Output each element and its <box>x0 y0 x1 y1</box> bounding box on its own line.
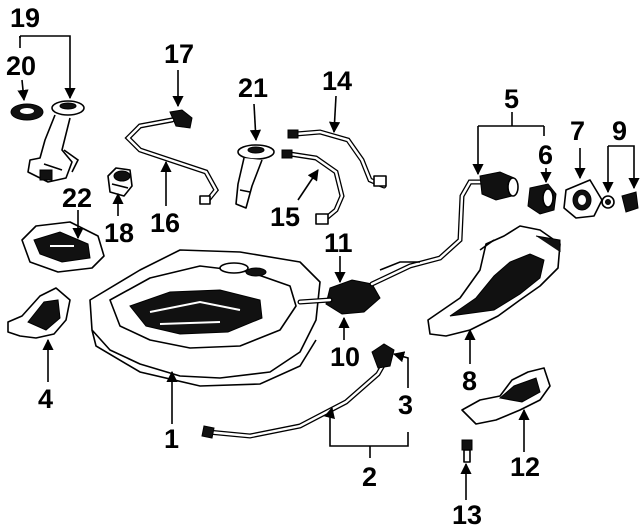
part-5-filler-pipe-assembly <box>479 171 519 201</box>
callout-5: 5 <box>504 84 519 114</box>
part-15-hose <box>281 149 345 225</box>
callout-13: 13 <box>452 500 482 530</box>
part-7-filler-door-base <box>563 179 603 219</box>
part-4-tank-shield <box>7 287 71 339</box>
part-19-fuel-pump-assembly <box>27 100 85 183</box>
callout-12: 12 <box>510 452 540 482</box>
callout-17: 17 <box>164 39 194 69</box>
callout-20: 20 <box>6 51 36 81</box>
callout-16: 16 <box>150 208 180 238</box>
part-21-sender-unit <box>235 144 275 209</box>
callout-10: 10 <box>330 342 360 372</box>
part-16-harness <box>124 117 219 205</box>
part-22-fuel-cover-plate <box>21 221 105 273</box>
part-20-seal-ring <box>10 103 44 121</box>
part-13-bolt <box>461 439 473 463</box>
part-9-cap-parts <box>601 191 639 213</box>
callout-3: 3 <box>398 390 413 420</box>
part-8-splash-shield <box>427 225 561 337</box>
part-11-filler-pipe <box>297 279 381 315</box>
callout-6: 6 <box>538 140 553 170</box>
part-1-fuel-tank <box>89 249 321 387</box>
callout-14: 14 <box>322 66 352 96</box>
filler-breather-tube <box>369 179 503 287</box>
part-3-strap-bracket <box>371 343 395 369</box>
leader-lines <box>17 35 640 500</box>
part-12-bracket <box>461 367 551 425</box>
callout-8: 8 <box>462 366 477 396</box>
part-14-hose <box>287 129 387 189</box>
callout-4: 4 <box>38 384 53 414</box>
callout-18: 18 <box>104 218 134 248</box>
callout-21: 21 <box>238 73 268 103</box>
part-17-connector <box>169 109 193 129</box>
callout-7: 7 <box>570 116 585 146</box>
callout-19: 19 <box>10 3 40 33</box>
callout-22: 22 <box>62 183 92 213</box>
part-6-grommet <box>527 183 557 215</box>
part-18-pressure-regulator <box>107 167 133 197</box>
callout-1: 1 <box>164 424 179 454</box>
callout-15: 15 <box>270 202 300 232</box>
callout-9: 9 <box>612 116 627 146</box>
callout-2: 2 <box>362 462 377 492</box>
callout-11: 11 <box>324 228 353 258</box>
part-2-tank-strap <box>201 357 389 439</box>
